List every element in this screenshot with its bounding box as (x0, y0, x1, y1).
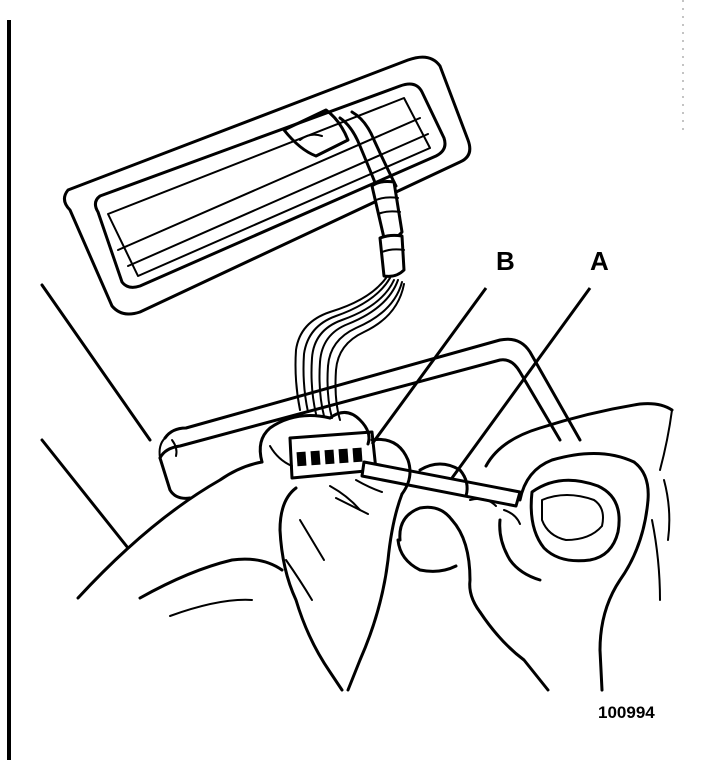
headliner-edges (40, 283, 152, 550)
release-tool (360, 460, 522, 508)
leader-lines (370, 287, 592, 479)
callout-label-a: A (590, 246, 609, 276)
wiring-harness (294, 110, 406, 421)
console-opening-frame (158, 337, 582, 500)
left-hand (76, 411, 412, 692)
leader-line-a (450, 287, 592, 479)
right-hand (396, 402, 674, 692)
figure-number: 100994 (598, 703, 655, 722)
leader-line-b (370, 287, 488, 445)
lamp-housing (63, 55, 472, 316)
callout-label-b: B (496, 246, 515, 276)
